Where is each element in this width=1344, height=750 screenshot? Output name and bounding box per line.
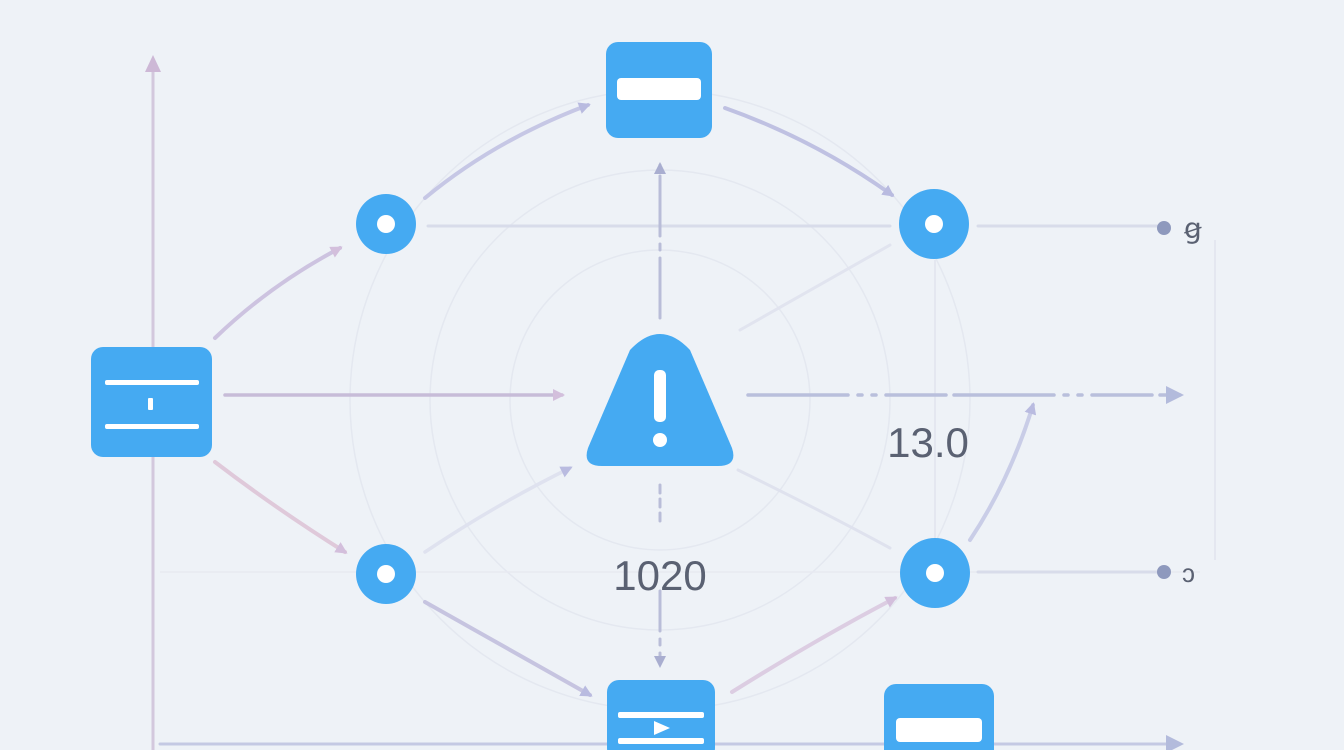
- minus-box-icon: [896, 718, 982, 742]
- terminal-dot-lower: [1157, 565, 1171, 579]
- edge-lower-left-to-warning: [423, 466, 573, 554]
- edge-bottom-to-lower-right: [730, 596, 898, 694]
- node-bottom-box[interactable]: [607, 680, 715, 750]
- edge-top-to-upper-right: [723, 106, 895, 197]
- edges: [158, 102, 1184, 750]
- node-bottom-right-box[interactable]: [884, 684, 994, 750]
- node-circle-upper-right[interactable]: [899, 189, 969, 259]
- edge-left-to-upper-left: [213, 246, 343, 340]
- media-box-icon: [618, 712, 704, 744]
- value-label-right: 13.0: [887, 419, 969, 466]
- terminal-label-lower: ↄ: [1182, 558, 1195, 588]
- edge-upper-left-to-top: [423, 102, 591, 200]
- node-circle-upper-left[interactable]: [356, 194, 416, 254]
- edge-left-to-lower-left: [213, 460, 348, 554]
- value-label-bottom: 1020: [613, 552, 706, 599]
- node-circle-lower-left[interactable]: [356, 544, 416, 604]
- node-top-box[interactable]: [606, 42, 712, 138]
- edge-lower-left-to-bottom: [423, 600, 593, 697]
- terminal-dot-upper: [1157, 221, 1171, 235]
- node-left-box[interactable]: [91, 347, 212, 457]
- node-circle-lower-right[interactable]: [900, 538, 970, 608]
- terminal-label-upper: ꞡ: [1184, 213, 1202, 244]
- edge-upper-right-to-warning: [738, 243, 892, 332]
- edge-warning-to-lower-right: [736, 468, 892, 550]
- minus-box-icon: [617, 78, 701, 100]
- edge-lower-right-to-right: [968, 402, 1037, 542]
- node-center-warning[interactable]: [586, 334, 734, 466]
- split-box-icon: [105, 380, 199, 429]
